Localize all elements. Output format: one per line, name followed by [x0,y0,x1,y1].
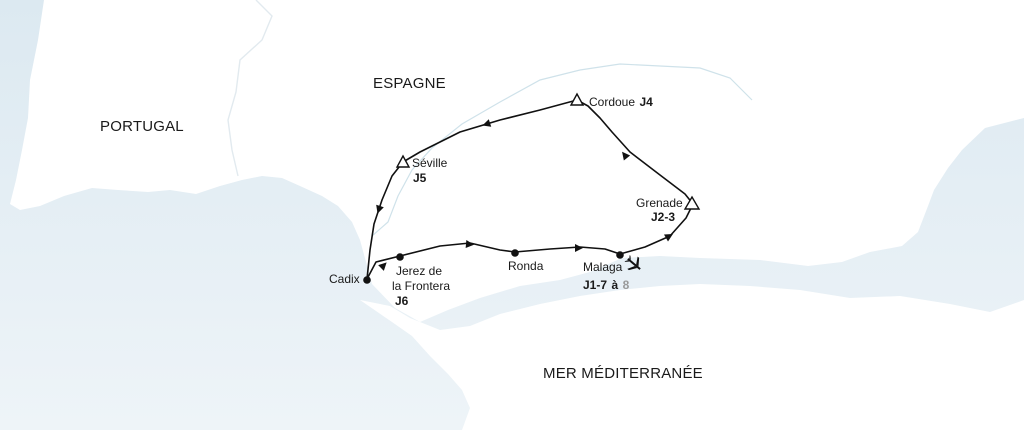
label-mer-mediterranee: MER MÉDITERRANÉE [543,365,703,382]
dot-marker-malaga [616,251,624,259]
triangle-marker-grenade [683,195,701,210]
day-label-malaga: J1-7 à 8 [583,276,629,294]
dot-marker-jerez [396,253,404,261]
arrowhead-icon [575,244,583,252]
city-name-seville: Séville [412,156,448,170]
border-portugal-spain [227,0,273,177]
label-espagne: ESPAGNE [373,75,446,92]
river-guadalquivir [371,63,753,237]
city-name-jerez-line1: Jerez de [396,264,443,278]
arrowhead-icon [664,234,673,242]
day-label-malaga-main: J1-7 [583,278,608,292]
day-label-seville: J5 [413,171,427,185]
city-name-jerez-line2: la Frontera [392,279,451,293]
day-label-grenade: J2-3 [651,210,676,224]
dot-marker-ronda [511,249,519,257]
land-iberia [10,0,1024,322]
arrowhead-icon [378,262,387,271]
city-name-cordoue: Cordoue [589,95,636,109]
arrowhead-icon [482,119,492,127]
city-name-grenade: Grenade [636,196,683,210]
arrowhead-icon [376,204,384,214]
day-label-malaga-end: 8 [622,278,630,292]
land-africa [360,284,1024,430]
label-portugal: PORTUGAL [100,118,184,135]
day-label-jerez: J6 [395,294,409,308]
day-label-cordoue: J4 [639,95,653,109]
day-label-malaga-sep: à [611,278,619,292]
city-name-ronda: Ronda [508,259,544,273]
direction-arrows [376,119,673,271]
triangle-marker-seville [395,154,411,168]
arrowhead-icon [465,240,474,248]
triangle-marker-cordoue [569,92,585,106]
arrowhead-icon [622,151,631,161]
airplane-icon [624,255,641,271]
city-label-cordoue: Cordoue J4 [589,93,653,111]
dot-marker-cadix [363,276,371,284]
city-name-cadix: Cadix [329,272,360,286]
city-name-malaga: Malaga [583,260,623,274]
